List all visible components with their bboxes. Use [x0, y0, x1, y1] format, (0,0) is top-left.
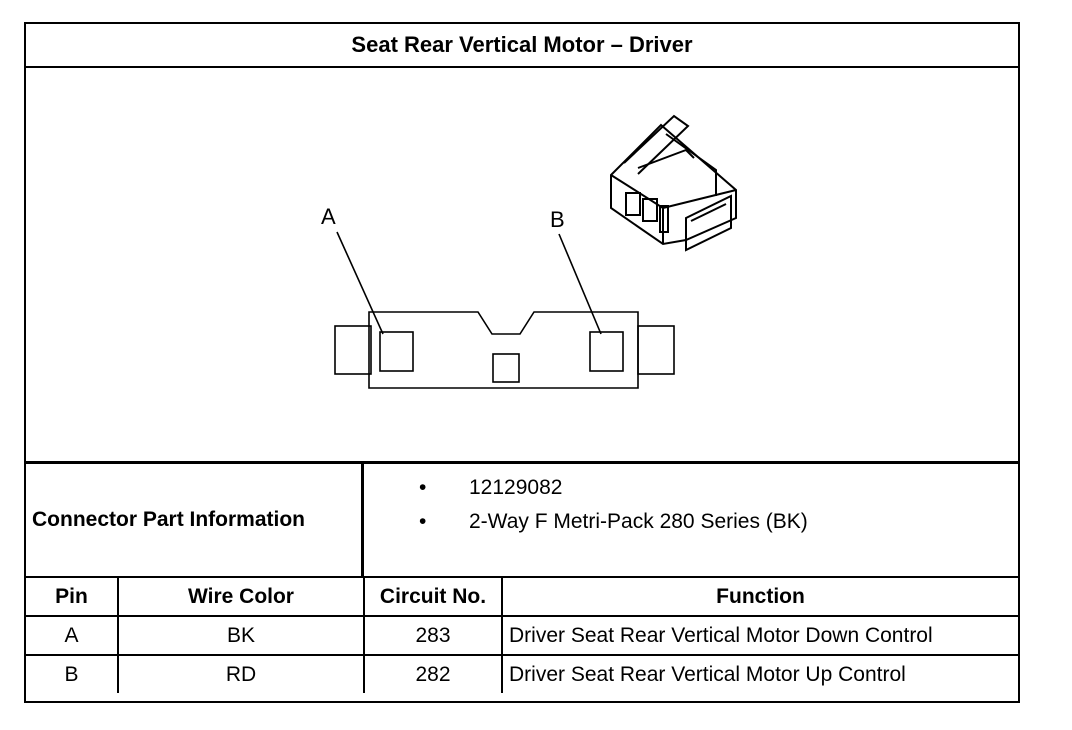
connector-diagram: A B: [26, 68, 1018, 462]
function-cell: Driver Seat Rear Vertical Motor Up Contr…: [501, 654, 1018, 693]
connector-body-outline: [368, 311, 639, 389]
right-latch-tab: [637, 325, 675, 375]
cavity-a: [379, 331, 414, 372]
wire-color-cell: BK: [117, 615, 365, 656]
connector-info-label: Connector Part Information: [26, 464, 364, 576]
table-row: B RD 282 Driver Seat Rear Vertical Motor…: [26, 654, 1018, 693]
center-key: [492, 353, 520, 383]
header-function: Function: [501, 578, 1018, 617]
table-header-row: Pin Wire Color Circuit No. Function: [26, 578, 1018, 617]
connector-3d-icon: [610, 114, 737, 252]
pin-cell: B: [26, 654, 119, 693]
connector-description: 2-Way F Metri-Pack 280 Series (BK): [469, 510, 808, 533]
callout-label-b: B: [550, 207, 565, 232]
connector-info-list: • 12129082 • 2-Way F Metri-Pack 280 Seri…: [364, 464, 1018, 576]
leader-line-a: [336, 231, 384, 335]
pin-cell: A: [26, 615, 119, 656]
header-wire-color: Wire Color: [117, 578, 365, 617]
bullet-icon: •: [419, 476, 427, 499]
circuit-no-cell: 282: [363, 654, 503, 693]
part-number: 12129082: [469, 476, 563, 499]
circuit-no-cell: 283: [363, 615, 503, 656]
connector-part-info: Connector Part Information • 12129082 • …: [26, 461, 1018, 578]
pinout-table: Pin Wire Color Circuit No. Function A BK…: [26, 578, 1018, 693]
table-row: A BK 283 Driver Seat Rear Vertical Motor…: [26, 615, 1018, 656]
connector-sheet: Seat Rear Vertical Motor – Driver: [24, 22, 1020, 703]
wire-color-cell: RD: [117, 654, 365, 693]
header-circuit-no: Circuit No.: [363, 578, 503, 617]
header-pin: Pin: [26, 578, 119, 617]
part-number-item: • 12129082: [419, 476, 562, 500]
page-title: Seat Rear Vertical Motor – Driver: [26, 24, 1018, 68]
connector-description-item: • 2-Way F Metri-Pack 280 Series (BK): [419, 510, 808, 534]
cavity-b: [589, 331, 624, 372]
bullet-icon: •: [419, 510, 427, 533]
leader-line-b: [558, 233, 602, 335]
connector-face-drawing: [334, 114, 737, 389]
callout-label-a: A: [321, 204, 336, 229]
left-latch-tab: [334, 325, 372, 375]
function-cell: Driver Seat Rear Vertical Motor Down Con…: [501, 615, 1018, 656]
